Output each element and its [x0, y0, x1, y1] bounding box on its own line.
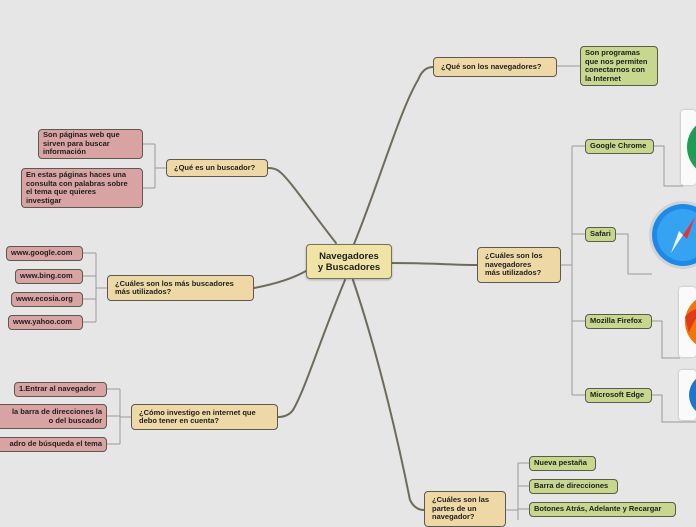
- branch-cuales: [391, 262, 478, 266]
- edge-logo-icon: [679, 370, 696, 420]
- url-google[interactable]: www.google.com: [6, 246, 83, 261]
- topic-como-investigo[interactable]: ¿Cómo investigo en internet que debo ten…: [131, 404, 278, 430]
- topic-buscadores-mas-utilizados[interactable]: ¿Cuáles son los más buscadores más utili…: [107, 275, 254, 301]
- step-cuadro-busqueda[interactable]: adro de búsqueda el tema: [0, 437, 107, 452]
- topic-cuales-navegadores[interactable]: ¿Cuáles son los navegadores más utilizad…: [477, 247, 561, 283]
- topic-partes-navegador[interactable]: ¿Cuáles son las partes de un navegador?: [424, 491, 506, 527]
- part-botones-navegacion[interactable]: Botones Atrás, Adelante y Recargar: [529, 502, 676, 517]
- topic-que-son-navegadores[interactable]: ¿Qué son los navegadores?: [433, 57, 557, 77]
- branch-mas-usados: [253, 270, 307, 289]
- branch-partes: [352, 279, 425, 511]
- branch-buscador: [267, 167, 337, 244]
- browser-microsoft-edge[interactable]: Microsoft Edge: [585, 388, 652, 403]
- topic-que-es-buscador[interactable]: ¿Qué es un buscador?: [166, 159, 268, 177]
- step-barra-direcciones[interactable]: la barra de direcciones la o del buscado…: [0, 404, 107, 429]
- firefox-logo-icon: [679, 287, 696, 357]
- branch-que-son: [353, 66, 434, 245]
- subtopic-buscador-consulta[interactable]: En estas páginas haces una consulta con …: [21, 168, 143, 208]
- url-ecosia[interactable]: www.ecosia.org: [11, 292, 83, 307]
- part-nueva-pestana[interactable]: Nueva pestaña: [529, 456, 596, 471]
- subtopic-definicion-navegador[interactable]: Son programas que nos permiten conectarn…: [580, 46, 658, 86]
- url-yahoo[interactable]: www.yahoo.com: [8, 315, 83, 330]
- subtopic-buscador-definicion[interactable]: Son páginas web que sirven para buscar i…: [38, 129, 143, 159]
- browser-mozilla-firefox[interactable]: Mozilla Firefox: [585, 314, 652, 329]
- part-barra-direcciones[interactable]: Barra de direcciones: [529, 479, 618, 494]
- google-chrome-logo-icon: [681, 110, 696, 185]
- browser-google-chrome[interactable]: Google Chrome: [585, 139, 654, 154]
- branch-investigo: [277, 279, 346, 418]
- browser-safari[interactable]: Safari: [585, 227, 616, 242]
- url-bing[interactable]: www.bing.com: [15, 269, 83, 284]
- safari-compass-icon: [647, 199, 696, 271]
- step-entrar-navegador[interactable]: 1.Entrar al navegador: [14, 382, 107, 397]
- central-topic[interactable]: Navegadores y Buscadores: [306, 244, 392, 279]
